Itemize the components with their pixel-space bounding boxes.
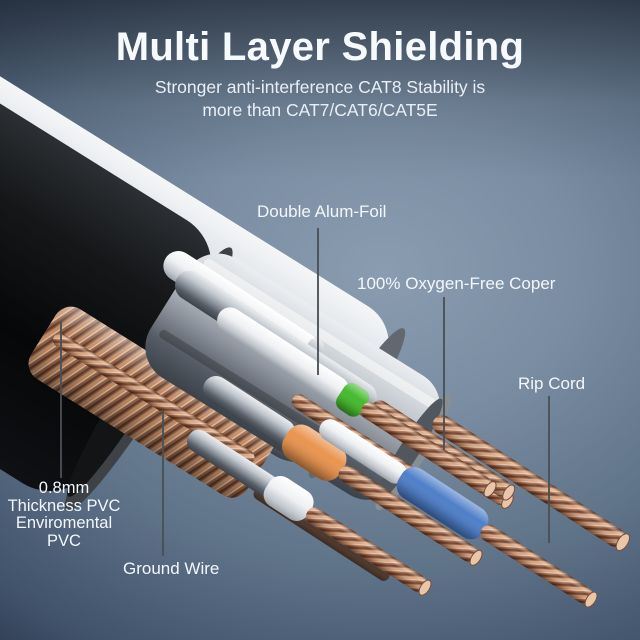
wire-pair-blue <box>319 419 598 608</box>
callout-ground-wire: Ground Wire <box>123 559 220 578</box>
callout-pvc-line-3: Enviromental <box>15 514 113 533</box>
callout-pvc-line-1: 0.8mm <box>38 479 90 497</box>
wire-pair-green <box>217 307 497 498</box>
leader-line-rip-cord <box>548 396 550 543</box>
rip-cord-wire <box>432 415 631 552</box>
subtitle-line-2: more than CAT7/CAT6/CAT5E <box>202 100 438 120</box>
leader-line-pvc <box>60 322 62 478</box>
leader-line-double-alum-foil <box>317 228 319 375</box>
leader-line-ground-wire <box>162 410 164 556</box>
callout-double-alum-foil: Double Alum-Foil <box>257 202 387 221</box>
subtitle-line-1: Stronger anti-interference CAT8 Stabilit… <box>154 77 486 97</box>
callout-pvc-line-4: PVC <box>47 531 81 550</box>
callout-oxygen-free-copper: 100% Oxygen-Free Coper <box>357 274 556 293</box>
wire-pair-orange <box>203 376 483 566</box>
page-title: Multi Layer Shielding <box>115 25 525 69</box>
callout-pvc: 0.8mm Thickness PVC Enviromental PVC <box>0 479 132 550</box>
callout-rip-cord: Rip Cord <box>518 374 586 393</box>
leader-line-oxygen-free-copper <box>443 297 445 450</box>
page-subtitle: Stronger anti-interference CAT8 Stabilit… <box>0 76 640 122</box>
wire-pair-white-bottom <box>187 429 432 596</box>
callout-pvc-line-2: Thickness PVC <box>7 496 121 515</box>
